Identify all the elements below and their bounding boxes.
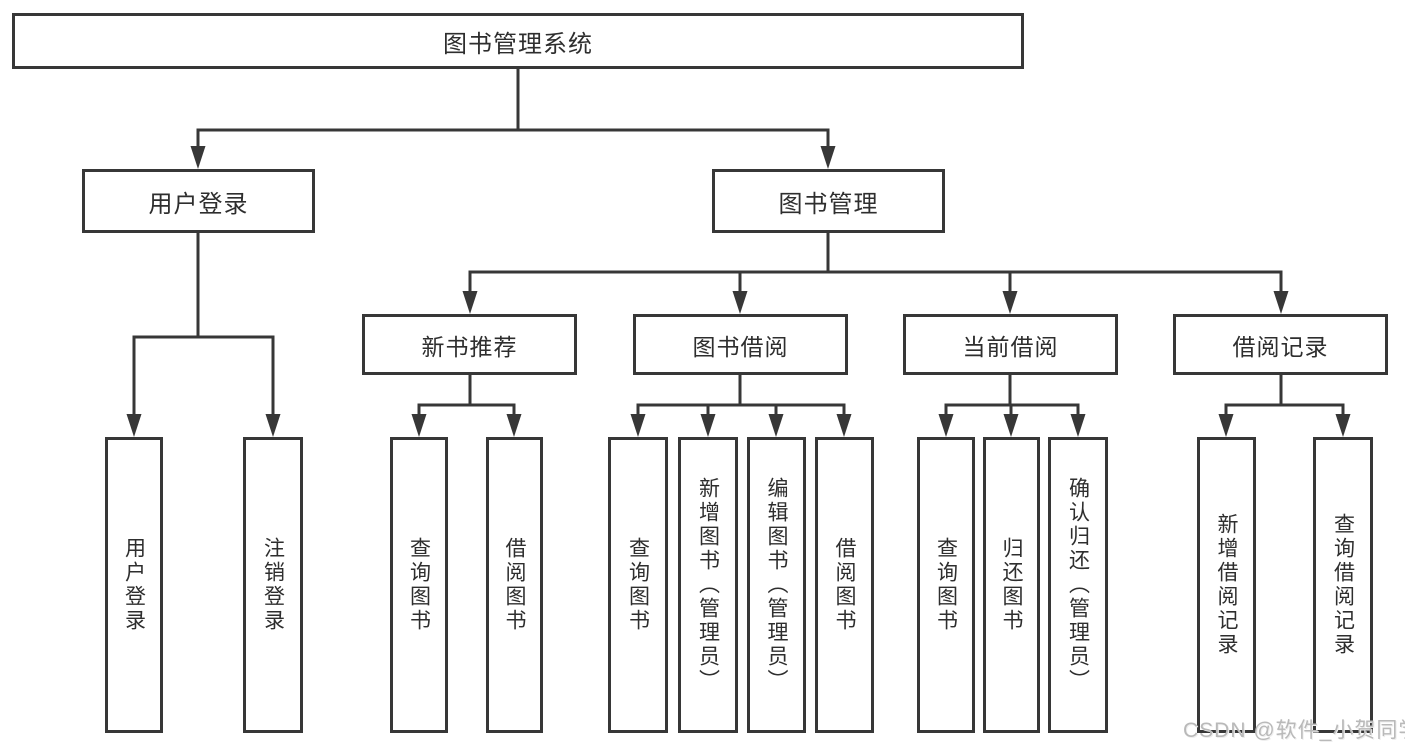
leaf-current-confirm-return-admin: 确认归还（管理员） (1048, 437, 1108, 733)
leaf-records-query-record-label: 查询借阅记录 (1331, 513, 1355, 657)
leaf-current-return-books: 归还图书 (983, 437, 1040, 733)
leaf-newbook-borrow-books-label: 借阅图书 (503, 537, 526, 633)
leaf-logout-label: 注销登录 (261, 537, 285, 633)
csdn-watermark: CSDN @软件_小贺同学 (1183, 719, 1405, 742)
leaf-borrowing-edit-books-admin: 编辑图书（管理员） (747, 437, 806, 733)
leaf-user-login: 用户登录 (105, 437, 163, 733)
leaf-borrowing-query-books: 查询图书 (608, 437, 668, 733)
node-book-borrowing: 图书借阅 (633, 314, 848, 375)
node-borrowing-records: 借阅记录 (1173, 314, 1388, 375)
node-current-borrowing: 当前借阅 (903, 314, 1118, 375)
leaf-records-add-record-label: 新增借阅记录 (1215, 513, 1238, 657)
leaf-newbook-borrow-books: 借阅图书 (486, 437, 543, 733)
leaf-borrowing-add-books-admin-label: 新增图书（管理员） (696, 477, 720, 693)
leaf-current-query-books-label: 查询图书 (934, 537, 958, 633)
leaf-logout: 注销登录 (243, 437, 303, 733)
leaf-borrowing-borrow-books: 借阅图书 (815, 437, 874, 733)
leaf-borrowing-query-books-label: 查询图书 (626, 537, 650, 633)
leaf-records-add-record: 新增借阅记录 (1197, 437, 1256, 733)
leaf-borrowing-add-books-admin: 新增图书（管理员） (678, 437, 738, 733)
leaf-user-login-label: 用户登录 (122, 537, 146, 633)
node-new-book-recommend: 新书推荐 (362, 314, 577, 375)
node-book-management: 图书管理 (712, 169, 945, 233)
leaf-current-return-books-label: 归还图书 (1000, 537, 1023, 633)
leaf-records-query-record: 查询借阅记录 (1313, 437, 1373, 733)
node-library-system: 图书管理系统 (12, 13, 1024, 69)
leaf-borrowing-edit-books-admin-label: 编辑图书（管理员） (765, 477, 788, 693)
leaf-newbook-query-books-label: 查询图书 (407, 537, 431, 633)
leaf-newbook-query-books: 查询图书 (390, 437, 448, 733)
leaf-current-confirm-return-admin-label: 确认归还（管理员） (1066, 477, 1090, 693)
leaf-current-query-books: 查询图书 (917, 437, 975, 733)
node-user-login: 用户登录 (82, 169, 315, 233)
leaf-borrowing-borrow-books-label: 借阅图书 (833, 537, 856, 633)
